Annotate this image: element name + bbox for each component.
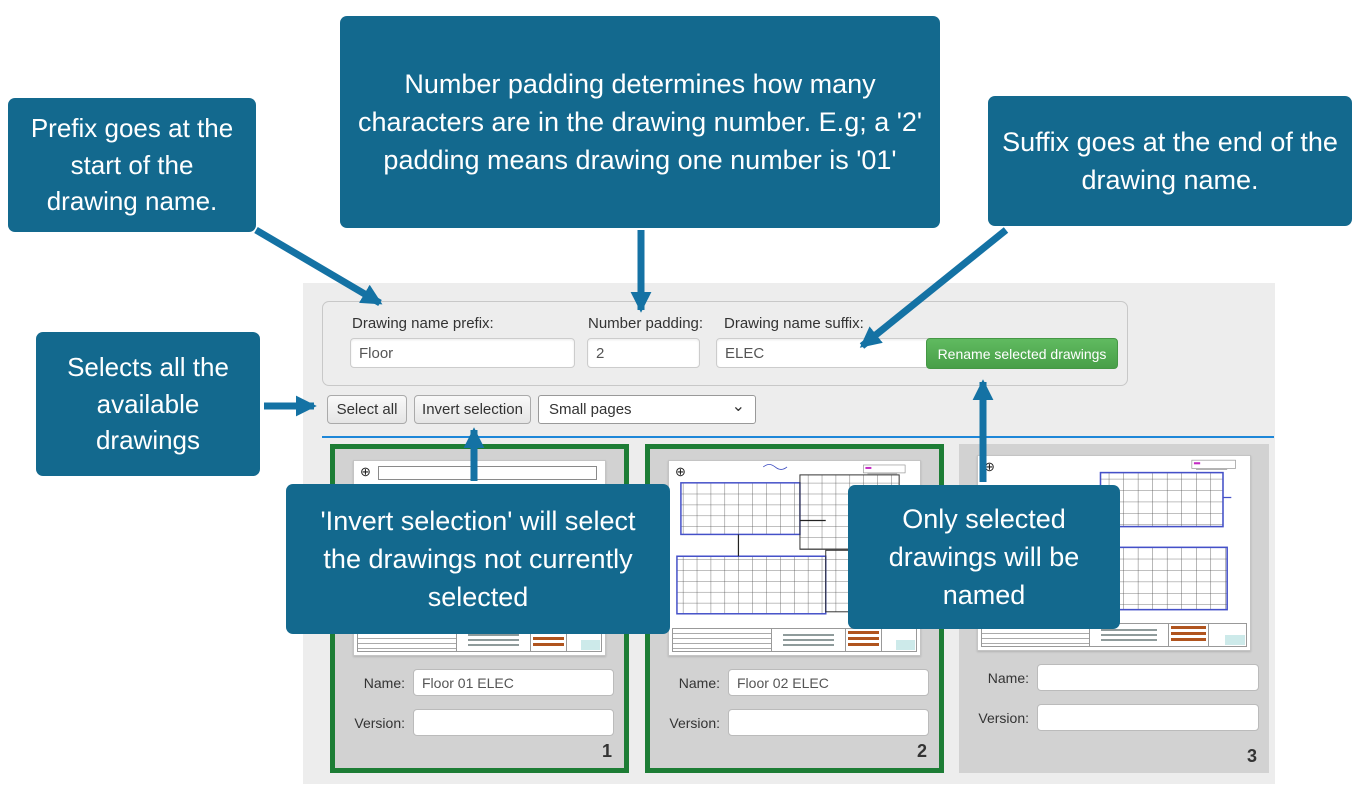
suffix-label: Drawing name suffix: — [724, 315, 864, 332]
version-label: Version: — [354, 714, 405, 731]
version-label: Version: — [669, 714, 720, 731]
chevron-down-icon: ⌄ — [731, 397, 745, 415]
thumbnail-title-block — [672, 628, 917, 652]
callout-only-selected-text: Only selected drawings will be named — [888, 503, 1080, 611]
callout-invert-selection: 'Invert selection' will select the drawi… — [286, 484, 670, 634]
name-input[interactable] — [728, 669, 929, 696]
callout-number-padding-text: Number padding determines how many chara… — [357, 68, 923, 176]
callout-prefix: Prefix goes at the start of the drawing … — [8, 98, 256, 232]
prefix-label: Drawing name prefix: — [352, 315, 494, 332]
page-number: 2 — [916, 741, 927, 761]
version-input[interactable] — [1037, 704, 1259, 731]
page-size-select-value: Small pages — [549, 401, 632, 418]
prefix-input[interactable] — [350, 338, 575, 368]
page-number: 1 — [601, 741, 612, 761]
thumbnail-header-band — [378, 466, 597, 480]
name-label: Name: — [363, 674, 405, 691]
callout-suffix: Suffix goes at the end of the drawing na… — [988, 96, 1352, 226]
select-all-button[interactable]: Select all — [327, 395, 407, 424]
callout-select-all: Selects all the available drawings — [36, 332, 260, 476]
compass-icon: ⊕ — [984, 459, 995, 474]
invert-selection-button[interactable]: Invert selection — [414, 395, 531, 424]
suffix-input[interactable] — [716, 338, 934, 368]
version-label: Version: — [978, 709, 1029, 726]
padding-label: Number padding: — [588, 315, 704, 332]
name-label: Name: — [678, 674, 720, 691]
page-number: 3 — [1246, 746, 1257, 766]
callout-invert-selection-text: 'Invert selection' will select the drawi… — [320, 505, 636, 613]
name-label: Name: — [987, 669, 1029, 686]
callout-suffix-text: Suffix goes at the end of the drawing na… — [1002, 126, 1338, 195]
callout-prefix-text: Prefix goes at the start of the drawing … — [30, 112, 234, 217]
callout-number-padding: Number padding determines how many chara… — [340, 16, 940, 228]
section-divider — [322, 436, 1274, 438]
rename-selected-drawings-button[interactable]: Rename selected drawings — [926, 338, 1118, 369]
callout-only-selected: Only selected drawings will be named — [848, 485, 1120, 629]
compass-icon: ⊕ — [675, 464, 686, 479]
callout-select-all-text: Selects all the available drawings — [67, 351, 229, 456]
version-input[interactable] — [413, 709, 614, 736]
name-input[interactable] — [413, 669, 614, 696]
padding-input[interactable] — [587, 338, 700, 368]
compass-icon: ⊕ — [360, 464, 371, 479]
rename-form: Drawing name prefix: Number padding: Dra… — [322, 301, 1128, 386]
version-input[interactable] — [728, 709, 929, 736]
name-input[interactable] — [1037, 664, 1259, 691]
page-size-select[interactable]: Small pages ⌄ — [538, 395, 756, 424]
